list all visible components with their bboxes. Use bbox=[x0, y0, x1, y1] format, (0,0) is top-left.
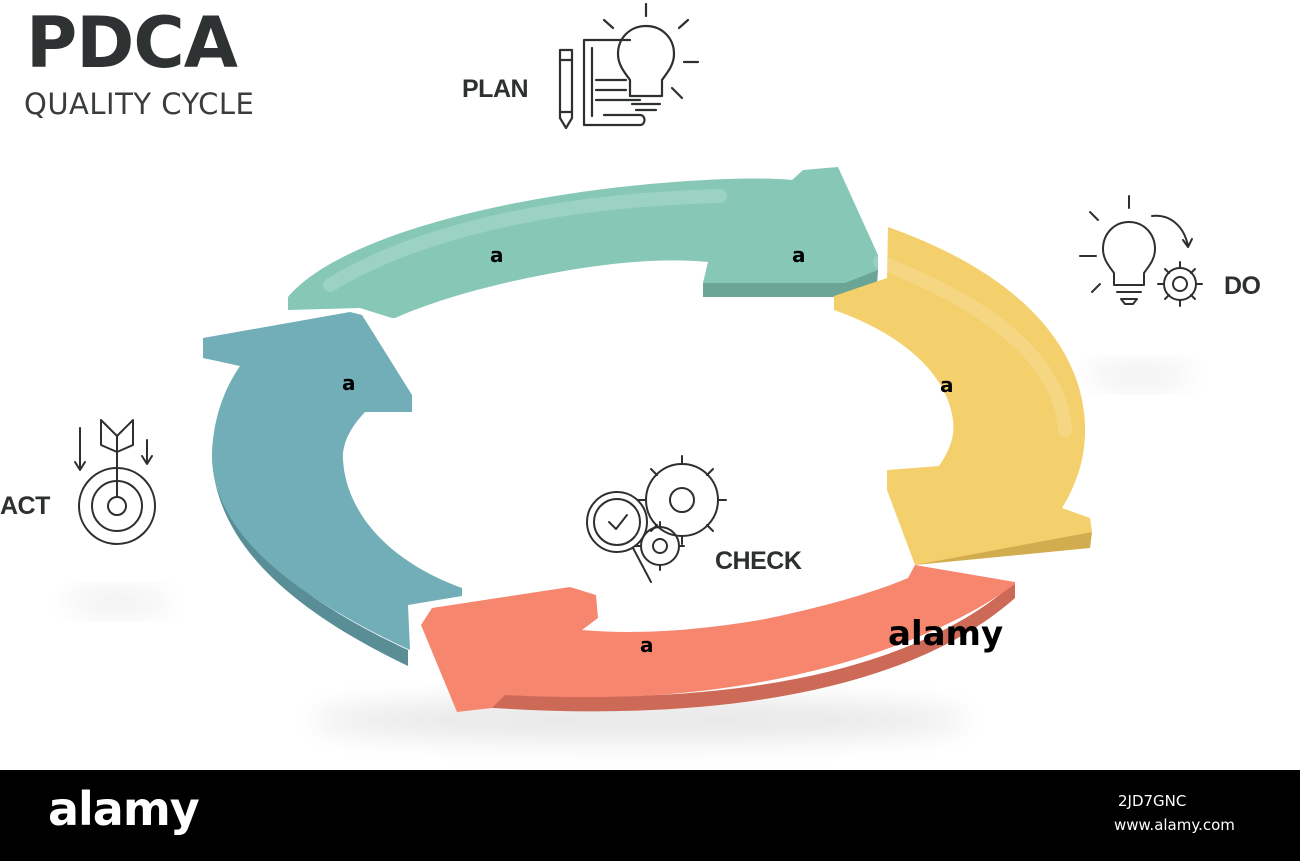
watermark-brand: alamy bbox=[888, 614, 1003, 654]
pdca-cycle-diagram: a a a a a alamy bbox=[63, 2, 1203, 742]
page-title: PDCA bbox=[26, 2, 238, 84]
page-subtitle: QUALITY CYCLE bbox=[24, 87, 255, 121]
plan-arrow bbox=[288, 167, 878, 318]
magnifier-gears-icon bbox=[586, 455, 727, 583]
watermark-mark: a bbox=[792, 243, 806, 267]
stage-label-do: DO bbox=[1224, 272, 1261, 300]
idea-gear-icon bbox=[1079, 195, 1203, 307]
watermark-mark: a bbox=[940, 373, 954, 397]
site-url: www.alamy.com bbox=[1114, 816, 1235, 834]
stage-label-check: CHECK bbox=[715, 547, 802, 575]
stage-label-plan: PLAN bbox=[462, 75, 529, 103]
stage-label-act: ACT bbox=[0, 492, 50, 520]
do-arrow bbox=[834, 227, 1092, 565]
target-arrow-icon bbox=[74, 419, 156, 545]
footer-bar bbox=[0, 770, 1300, 861]
brand-logo: alamy bbox=[48, 782, 200, 836]
icon-shadow-do bbox=[1085, 365, 1195, 385]
idea-document-icon bbox=[558, 2, 700, 130]
do-highlight bbox=[873, 255, 1072, 437]
act-arrow bbox=[203, 312, 462, 666]
watermark-mark: a bbox=[342, 371, 356, 395]
image-id: 2JD7GNC bbox=[1118, 792, 1187, 810]
check-arrow bbox=[421, 565, 1015, 712]
watermark-mark: a bbox=[490, 243, 504, 267]
icon-shadow-act bbox=[63, 592, 173, 612]
plan-highlight bbox=[323, 189, 727, 292]
watermark-mark: a bbox=[640, 633, 654, 657]
